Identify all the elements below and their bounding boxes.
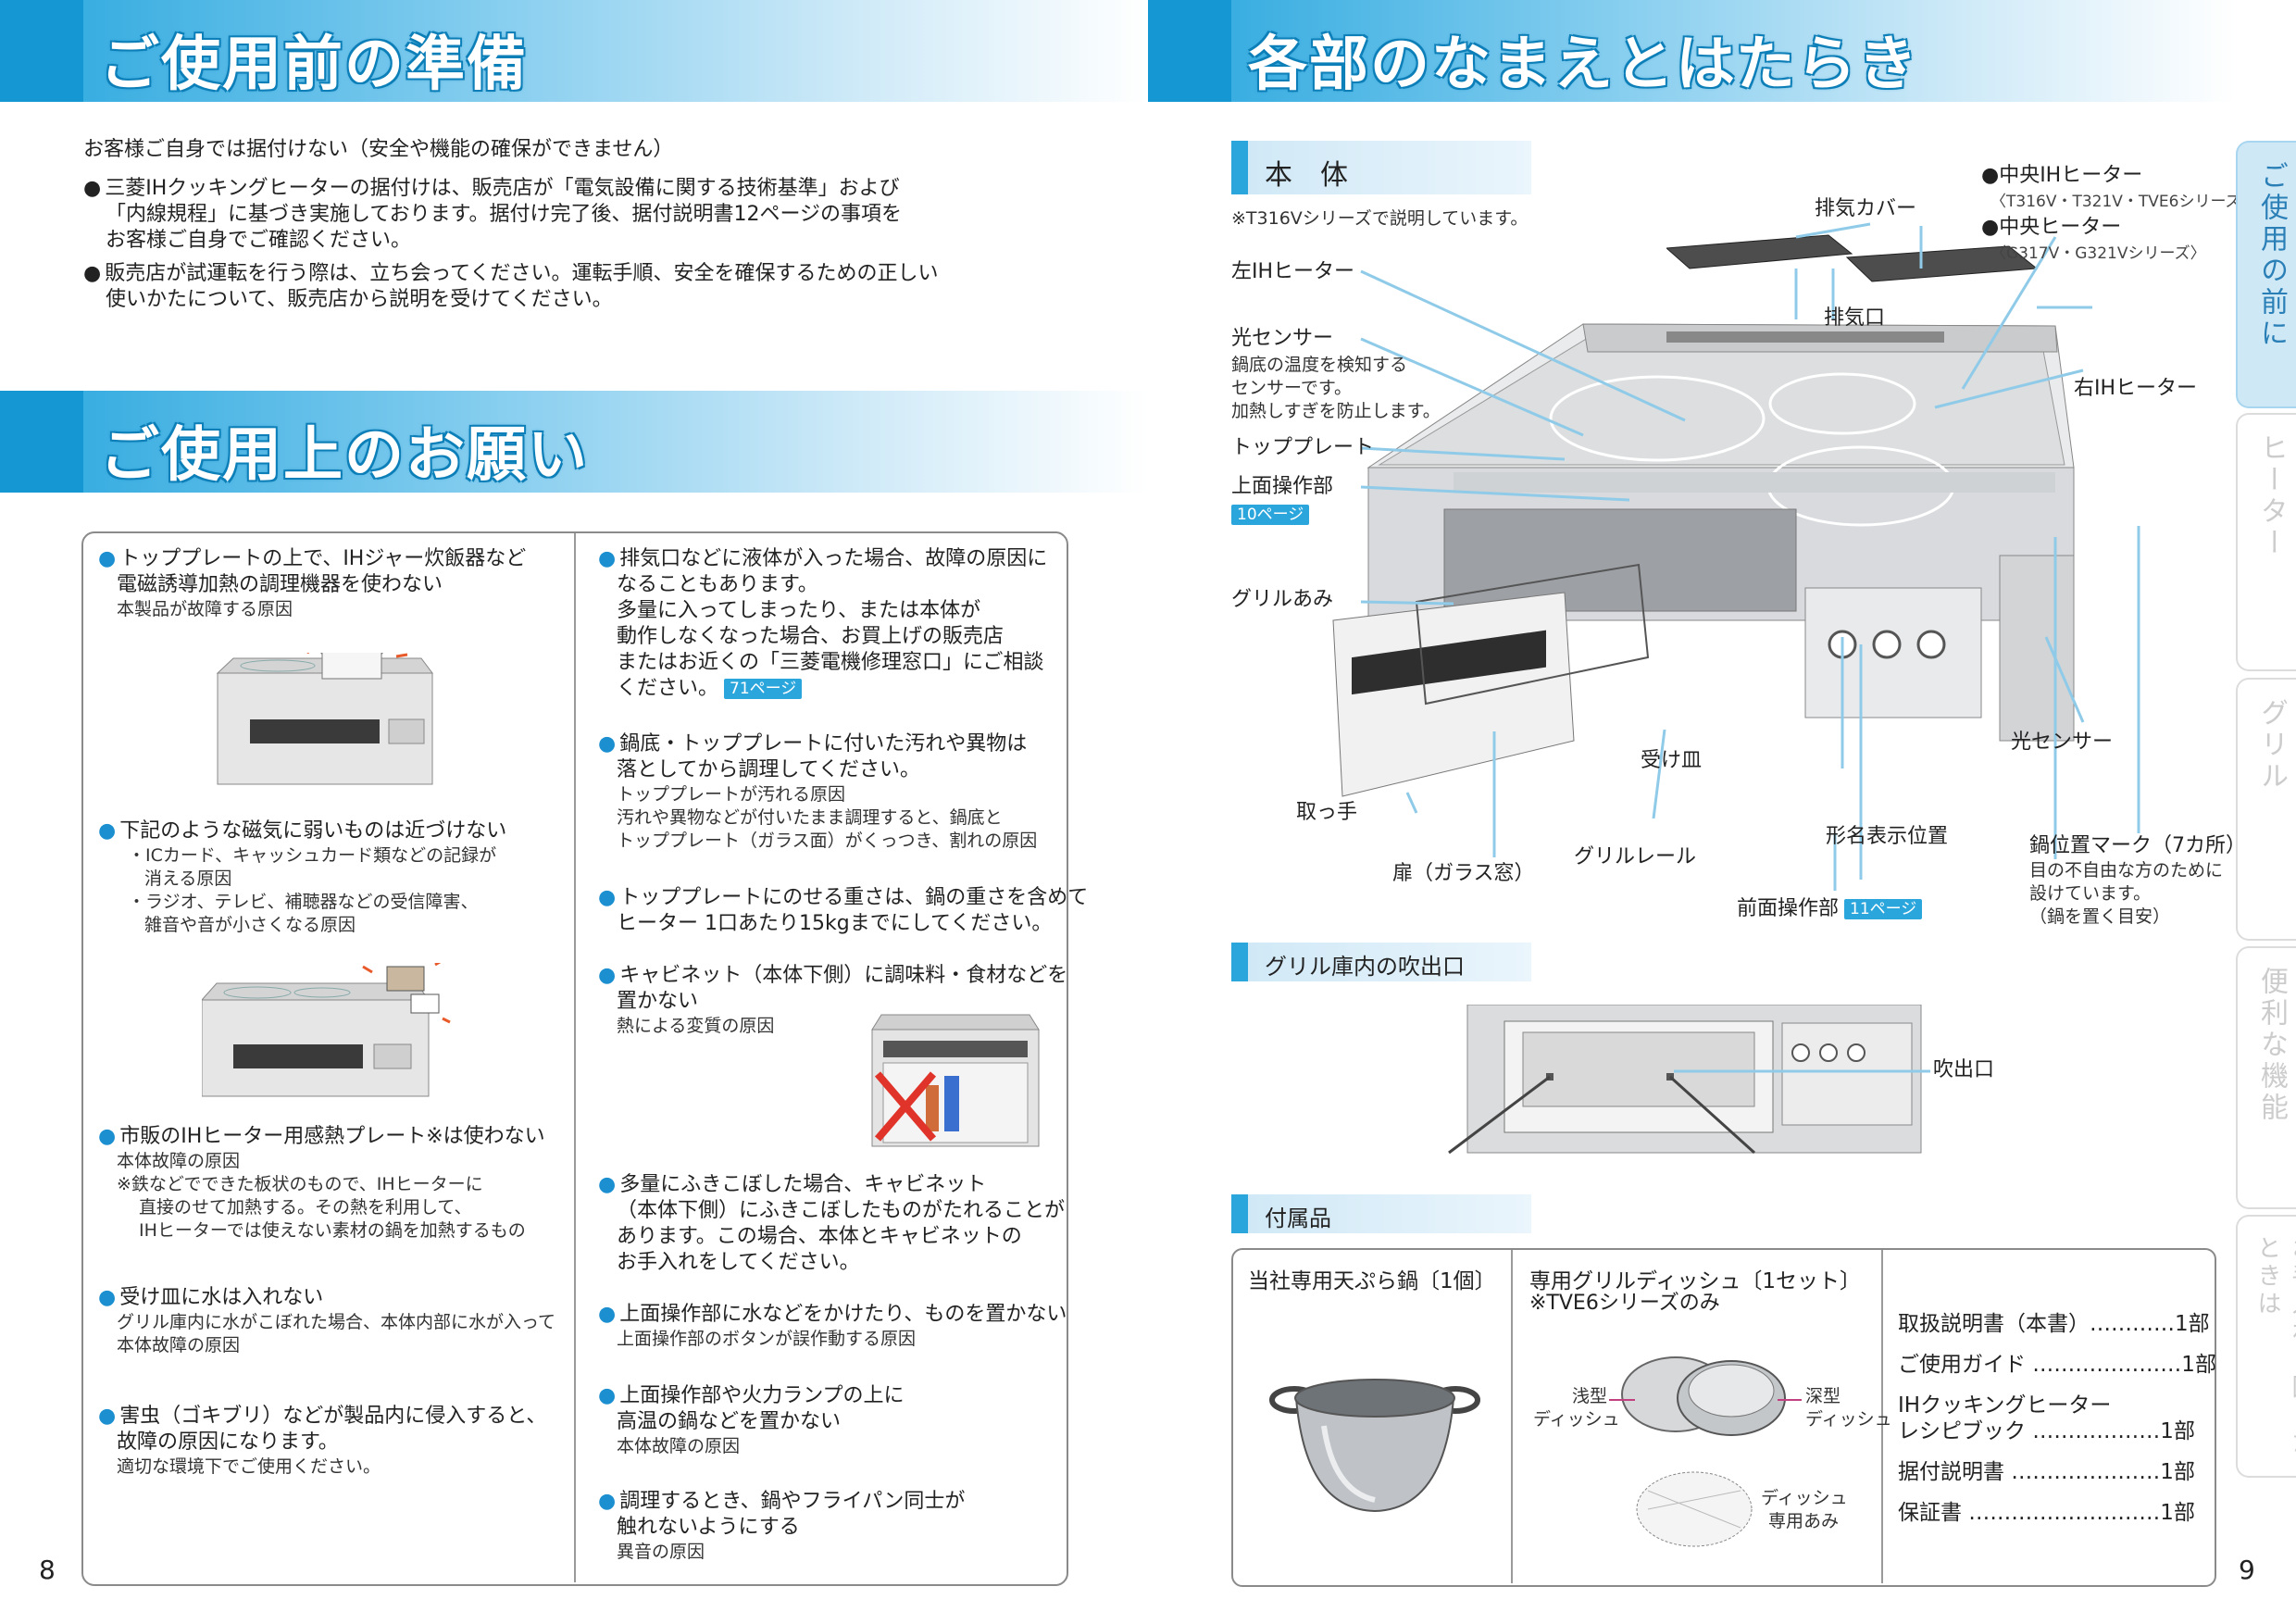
req-c2-b8: ●調理するとき、鍋やフライパン同士が 触れないようにする 異音の原因 — [598, 1490, 966, 1562]
cooktop-illustration — [1332, 323, 2075, 797]
illustration-cabinet — [871, 1014, 1040, 1147]
req-c2-b7: ●上面操作部や火力ランプの上に 高温の鍋などを置かない 本体故障の原因 — [598, 1384, 905, 1456]
req-c2-b6: ●上面操作部に水などをかけたり、ものを置かない 上面操作部のボタンが誤作動する原… — [598, 1303, 1067, 1349]
label-center-heater-models: 〈G317V・G321Vシリーズ〉 — [1990, 244, 2206, 263]
section-grill-outlet: グリル庫内の吹出口 — [1231, 943, 1531, 981]
req-c2-b5: ●多量にふきこぼした場合、キャビネット （本体下側）にふきこぼしたものがたれるこ… — [598, 1173, 1066, 1274]
illustration-magnetic-items — [202, 963, 451, 1097]
card-icon — [410, 993, 440, 1014]
acc-shallow-label: 浅型ディッシュ — [1533, 1386, 1620, 1430]
section-accessories: 付属品 — [1231, 1194, 1531, 1233]
label-top-panel-ref[interactable]: 10ページ — [1231, 502, 1310, 528]
bottle-icon — [944, 1076, 959, 1131]
acc-grill-dish: 専用グリルディッシュ〔1セット〕 — [1529, 1269, 1862, 1293]
grill-outlet-illustration — [1448, 1005, 1930, 1155]
prep-bullet-1: ●三菱IHクッキングヒーターの据付けは、販売店が「電気設備に関する技術基準」およ… — [83, 177, 903, 252]
grill-dish-illustration — [1621, 1356, 1786, 1547]
knob-icon — [1916, 630, 1946, 659]
prep-title: お客様ご自身では据付けない（安全や機能の確保ができません） — [83, 138, 674, 161]
body-note: ※T316Vシリーズで説明しています。 — [1231, 208, 1529, 229]
acc-deep-label: 深型ディッシュ — [1805, 1386, 1892, 1430]
banner-title: 各部のなまえとはたらき — [1248, 31, 1919, 99]
tab-features[interactable]: 便利な機能 — [2236, 946, 2296, 1209]
label-center-ih: ●中央IHヒーター — [1981, 164, 2143, 187]
exhaust-cover-illustration — [1666, 234, 2039, 282]
label-grill-net: グリルあみ — [1231, 588, 1334, 611]
label-grill-rail: グリルレール — [1574, 845, 1697, 868]
label-center-heater: ●中央ヒーター — [1981, 216, 2122, 239]
tab-before-use[interactable]: ご使用の前に — [2236, 141, 2296, 408]
acc-divider-2 — [1881, 1250, 1883, 1583]
tempura-pot-illustration — [1269, 1379, 1480, 1513]
page-ref-11[interactable]: 11ページ — [1844, 899, 1923, 919]
label-pot-mark: 鍋位置マーク（7カ所） — [2029, 834, 2246, 857]
acc-list: 取扱説明書（本書）…………1部 ご使用ガイド …………………1部 IHクッキング… — [1898, 1312, 2216, 1525]
req-c2-b2: ●鍋底・トッププレートに付いた汚れや異物は 落としてから調理してください。 トッ… — [598, 732, 1038, 851]
leader-lines — [1360, 222, 2140, 891]
label-outlet: 吹出口 — [1933, 1058, 1995, 1081]
tab-grill[interactable]: グリル — [2236, 678, 2296, 941]
tab-care[interactable]: お手入れ・困ったときは — [2236, 1215, 2296, 1478]
section-accessories-title: 付属品 — [1265, 1206, 1331, 1231]
req-c2-b1: ●排気口などに液体が入った場合、故障の原因に なることもあります。 多量に入って… — [598, 547, 1048, 700]
label-pot-mark-desc: 目の不自由な方のために 設けています。 （鍋を置く目安） — [2029, 860, 2224, 927]
req-c2-b4: ●キャビネット（本体下側）に調味料・食材などを 置かない 熱による変質の原因 — [598, 964, 1068, 1036]
req-c1-b2: ●下記のような磁気に弱いものは近づけない ・ICカード、キャッシュカード類などの… — [98, 819, 507, 935]
acc-net-label: ディッシュ専用あみ — [1761, 1488, 1848, 1531]
acc-shallow-leader — [1609, 1399, 1635, 1401]
page-ref-71[interactable]: 71ページ — [724, 679, 803, 699]
label-door: 扉（ガラス窓） — [1392, 862, 1535, 885]
illustration-rice-cooker — [216, 653, 433, 785]
label-tray: 受け皿 — [1641, 749, 1703, 772]
knob-icon — [1819, 1043, 1838, 1062]
requests-box — [81, 531, 1068, 1586]
requests-divider — [574, 533, 576, 1582]
knob-icon — [1791, 1043, 1810, 1062]
page-number-left: 8 — [39, 1555, 56, 1585]
acc-divider-1 — [1511, 1250, 1513, 1583]
acc-tempura-pot: 当社専用天ぷら鍋〔1個〕 — [1248, 1269, 1496, 1293]
section-grill-outlet-title: グリル庫内の吹出口 — [1265, 954, 1465, 980]
tab-heater[interactable]: ヒーター — [2236, 413, 2296, 671]
banner-title: ご使用前の準備 — [100, 31, 528, 99]
section-body-title: 本 体 — [1265, 159, 1348, 192]
knob-icon — [1847, 1043, 1866, 1062]
accessories-box — [1231, 1248, 2216, 1587]
req-c2-b3: ●トッププレートにのせる重さは、鍋の重さを含めて ヒーター 1口あたり15kgま… — [598, 886, 1089, 935]
page-number-right: 9 — [2239, 1555, 2255, 1585]
req-c1-b4: ●受け皿に水は入れない グリル庫内に水がこぼれた場合、本体内部に水が入って 本体… — [98, 1286, 556, 1355]
banner-requests: ご使用上のお願い — [0, 391, 1148, 493]
label-light-sensor-desc: 鍋底の温度を検知する センサーです。 加熱しすぎを防止します。 — [1231, 355, 1441, 421]
req-c1-b5: ●害虫（ゴキブリ）などが製品内に侵入すると、 故障の原因になります。 適切な環境… — [98, 1405, 547, 1477]
label-light-sensor-2: 光センサー — [2011, 731, 2114, 754]
req-c1-b1: ●トッププレートの上で、IHジャー炊飯器など 電磁誘導加熱の調理機器を使わない … — [98, 547, 527, 619]
label-light-sensor: 光センサー — [1231, 327, 1334, 350]
acc-deep-leader — [1778, 1399, 1802, 1401]
knob-icon — [1872, 630, 1902, 659]
label-exhaust: 排気口 — [1824, 306, 1886, 330]
section-body: 本 体 — [1231, 141, 1531, 194]
banner-edge — [0, 0, 83, 102]
label-handle: 取っ手 — [1296, 801, 1358, 824]
req-c1-b3: ●市販のIHヒーター用感熱プレート※は使わない 本体故障の原因 ※鉄などでできた… — [98, 1125, 545, 1241]
bottle-icon — [926, 1085, 939, 1131]
acc-grill-dish-note: ※TVE6シリーズのみ — [1529, 1292, 1720, 1315]
cross-icon — [874, 1071, 937, 1142]
banner-edge — [1148, 0, 1231, 102]
rice-cooker-icon — [320, 653, 383, 680]
label-model-pos: 形名表示位置 — [1826, 825, 1949, 848]
label-top-plate: トッププレート — [1231, 436, 1375, 459]
label-left-ih: 左IHヒーター — [1231, 260, 1355, 283]
label-center-ih-models: 〈T316V・T321V・TVE6シリーズ〉 — [1990, 193, 2257, 211]
radio-icon — [386, 966, 425, 992]
label-top-panel: 上面操作部 — [1231, 475, 1334, 498]
label-exhaust-cover: 排気カバー — [1815, 197, 1917, 220]
label-right-ih: 右IHヒーター — [2074, 377, 2198, 400]
banner-title: ご使用上のお願い — [100, 421, 589, 490]
prep-bullet-2: ●販売店が試運転を行う際は、立ち会ってください。運転手順、安全を確保するための正… — [83, 262, 939, 311]
banner-parts: 各部のなまえとはたらき — [1148, 0, 2236, 102]
banner-prep: ご使用前の準備 — [0, 0, 1148, 102]
banner-edge — [0, 391, 83, 493]
